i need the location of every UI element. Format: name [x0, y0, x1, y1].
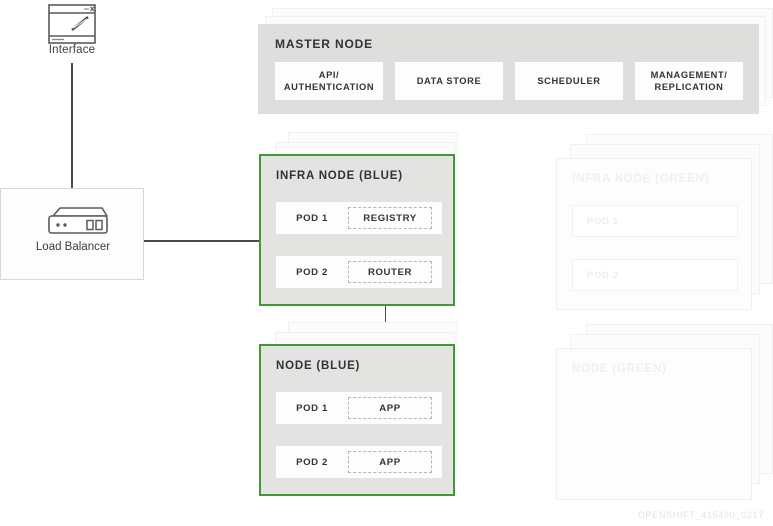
watermark-label: OPENSHIFT_415490_0217: [637, 510, 764, 520]
pod-label: POD 1: [296, 212, 328, 224]
master-cell-label: MANAGEMENT/REPLICATION: [650, 70, 728, 92]
infra-node-blue-pod-row-2[interactable]: POD 2 ROUTER: [276, 256, 442, 288]
infra-node-green-panel: INFRA NODE (GREEN) POD 1 POD 2: [556, 158, 752, 310]
infra-node-blue-title: INFRA NODE (BLUE): [276, 170, 403, 182]
master-cell-label: SCHEDULER: [537, 76, 601, 86]
master-node-cell-data-store[interactable]: DATA STORE: [395, 62, 503, 100]
node-blue-panel: NODE (BLUE) POD 1 APP POD 2 APP: [259, 344, 455, 496]
workload-registry[interactable]: REGISTRY: [348, 207, 432, 229]
workload-app-2[interactable]: APP: [348, 451, 432, 473]
master-node-panel: MASTER NODE API/AUTHENTICATION DATA STOR…: [258, 24, 759, 114]
node-green-panel: NODE (GREEN): [556, 348, 752, 500]
infra-node-green-title: INFRA NODE (GREEN): [572, 173, 710, 185]
interface-group: Interface: [20, 0, 124, 68]
infra-node-blue-pod-row-1[interactable]: POD 1 REGISTRY: [276, 202, 442, 234]
connector-interface-to-lb: [71, 63, 73, 189]
pod-label: POD 2: [587, 269, 619, 281]
infra-node-blue-panel: INFRA NODE (BLUE) POD 1 REGISTRY POD 2 R…: [259, 154, 455, 306]
pod-label: POD 1: [587, 215, 619, 227]
master-node-cell-list: API/AUTHENTICATION DATA STORE SCHEDULER …: [275, 62, 743, 100]
master-node-cell-scheduler[interactable]: SCHEDULER: [515, 62, 623, 100]
workload-app-1[interactable]: APP: [348, 397, 432, 419]
server-appliance-icon: [47, 205, 109, 237]
infra-node-green-pod-row-1[interactable]: POD 1: [572, 205, 738, 237]
pod-label: POD 1: [296, 402, 328, 414]
master-node-cell-api-authentication[interactable]: API/AUTHENTICATION: [275, 62, 383, 100]
load-balancer-box: Load Balancer: [0, 188, 144, 280]
master-cell-label: API/AUTHENTICATION: [283, 70, 375, 92]
interface-label: Interface: [48, 44, 96, 56]
master-cell-label: DATA STORE: [416, 76, 482, 86]
workload-router[interactable]: ROUTER: [348, 261, 432, 283]
pod-label: POD 2: [296, 456, 328, 468]
node-blue-pod-row-1[interactable]: POD 1 APP: [276, 392, 442, 424]
node-blue-pod-row-2[interactable]: POD 2 APP: [276, 446, 442, 478]
pod-label: POD 2: [296, 266, 328, 278]
node-blue-title: NODE (BLUE): [276, 360, 361, 372]
load-balancer-label: Load Balancer: [35, 241, 111, 253]
infra-node-green-pod-row-2[interactable]: POD 2: [572, 259, 738, 291]
master-node-title: MASTER NODE: [275, 37, 374, 51]
node-green-title: NODE (GREEN): [572, 363, 667, 375]
master-node-cell-management-replication[interactable]: MANAGEMENT/REPLICATION: [635, 62, 743, 100]
window-screen-icon: [48, 4, 96, 44]
